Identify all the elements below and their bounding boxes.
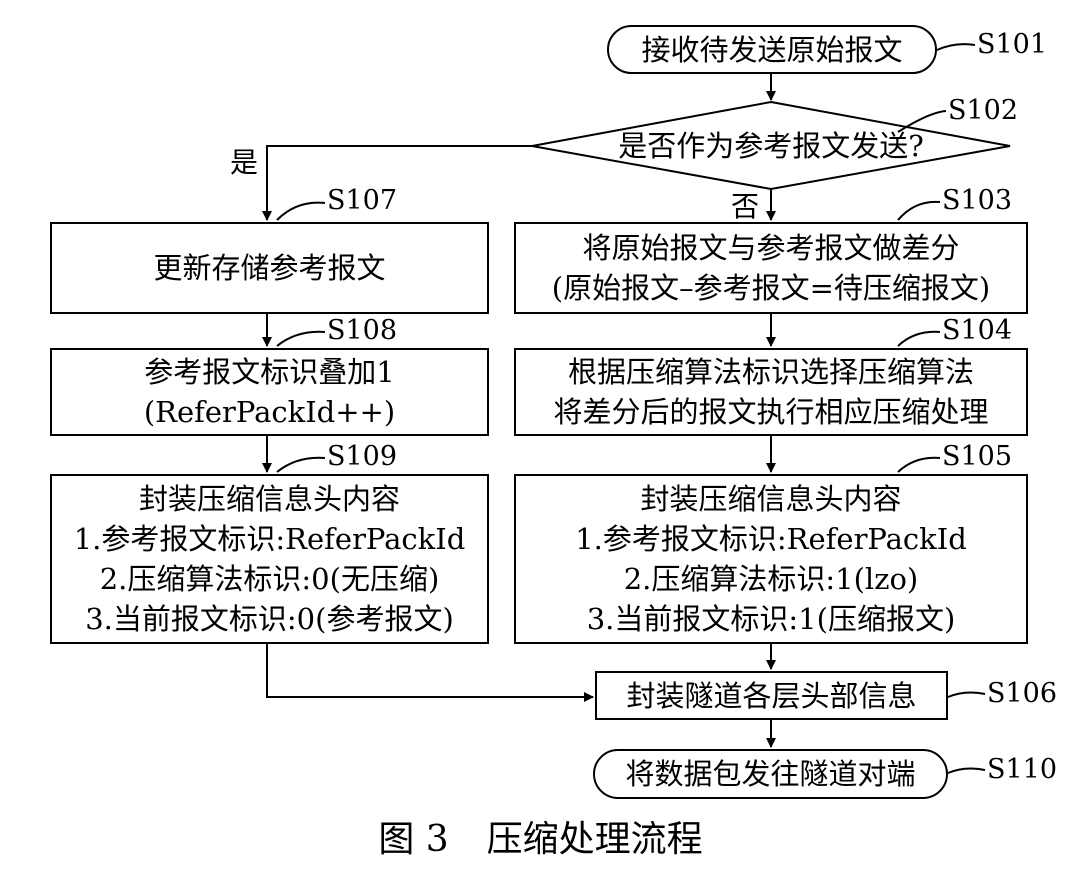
- node-s101: 接收待发送原始报文: [607, 25, 937, 74]
- node-s105-line-4: 3.当前报文标识:1(压缩报文): [586, 602, 956, 636]
- step-label-s107: S107: [327, 185, 398, 216]
- leader-s108: [276, 330, 326, 347]
- node-s109-line-1: 封装压缩信息头内容: [138, 482, 400, 516]
- figure-caption: 图 3 压缩处理流程: [0, 818, 1081, 862]
- node-s106-line-1: 封装隧道各层头部信息: [626, 678, 917, 713]
- leader-s105: [897, 456, 941, 473]
- leader-s109: [276, 456, 326, 473]
- step-label-s102: S102: [948, 95, 1019, 126]
- branch-no-label: 否: [731, 190, 760, 223]
- leader-s107: [276, 201, 326, 221]
- step-label-s110: S110: [987, 754, 1058, 785]
- node-s109-line-4: 3.当前报文标识:0(参考报文): [85, 602, 454, 636]
- node-s109: 封装压缩信息头内容 1.参考报文标识:ReferPackId 2.压缩算法标识:…: [50, 474, 489, 644]
- step-label-s105: S105: [942, 441, 1013, 472]
- leader-s110: [947, 767, 986, 774]
- step-label-s104: S104: [942, 315, 1013, 346]
- arrow-s102-s107: [262, 145, 532, 221]
- node-s105-line-3: 2.压缩算法标识:1(lzo): [623, 562, 919, 596]
- leader-s101: [936, 43, 976, 51]
- node-s108-line-2: (ReferPackId++): [143, 395, 396, 429]
- step-label-s103: S103: [942, 185, 1013, 216]
- node-s105: 封装压缩信息头内容 1.参考报文标识:ReferPackId 2.压缩算法标识:…: [514, 474, 1028, 644]
- node-s102-line-1: 是否作为参考报文发送?: [618, 129, 924, 163]
- node-s107: 更新存储参考报文: [50, 222, 489, 314]
- leader-s102: [897, 110, 947, 133]
- node-s102: 是否作为参考报文发送?: [532, 126, 1010, 166]
- leader-s106: [947, 691, 986, 698]
- node-s103-line-2: (原始报文–参考报文=待压缩报文): [551, 271, 991, 305]
- node-s109-line-2: 1.参考报文标识:ReferPackId: [73, 522, 466, 556]
- node-s110-line-1: 将数据包发往隧道对端: [625, 757, 916, 791]
- arrow-s109-s106: [266, 644, 594, 702]
- node-s103: 将原始报文与参考报文做差分 (原始报文–参考报文=待压缩报文): [514, 222, 1028, 314]
- step-label-s108: S108: [327, 315, 398, 346]
- figure-number: 图 3: [378, 819, 449, 860]
- node-s104: 根据压缩算法标识选择压缩算法 将差分后的报文执行相应压缩处理: [514, 348, 1028, 436]
- node-s106: 封装隧道各层头部信息: [595, 671, 948, 720]
- leader-s104: [897, 330, 941, 347]
- node-s108: 参考报文标识叠加1 (ReferPackId++): [50, 348, 489, 436]
- node-s108-line-1: 参考报文标识叠加1: [144, 355, 395, 389]
- node-s104-line-2: 将差分后的报文执行相应压缩处理: [553, 395, 989, 429]
- leader-s103: [897, 200, 941, 221]
- branch-yes-label: 是: [230, 146, 259, 179]
- node-s105-line-2: 1.参考报文标识:ReferPackId: [575, 522, 967, 556]
- node-s110: 将数据包发往隧道对端: [593, 749, 948, 799]
- node-s104-line-1: 根据压缩算法标识选择压缩算法: [567, 355, 974, 389]
- step-label-s109: S109: [327, 441, 398, 472]
- node-s109-line-3: 2.压缩算法标识:0(无压缩): [99, 562, 440, 596]
- node-s107-line-1: 更新存储参考报文: [153, 251, 386, 285]
- node-s101-line-1: 接收待发送原始报文: [641, 32, 903, 67]
- node-s105-line-1: 封装压缩信息头内容: [640, 482, 902, 516]
- step-label-s101: S101: [977, 29, 1048, 60]
- figure-title: 压缩处理流程: [486, 819, 703, 860]
- node-s103-line-1: 将原始报文与参考报文做差分: [582, 231, 960, 265]
- step-label-s106: S106: [987, 678, 1058, 709]
